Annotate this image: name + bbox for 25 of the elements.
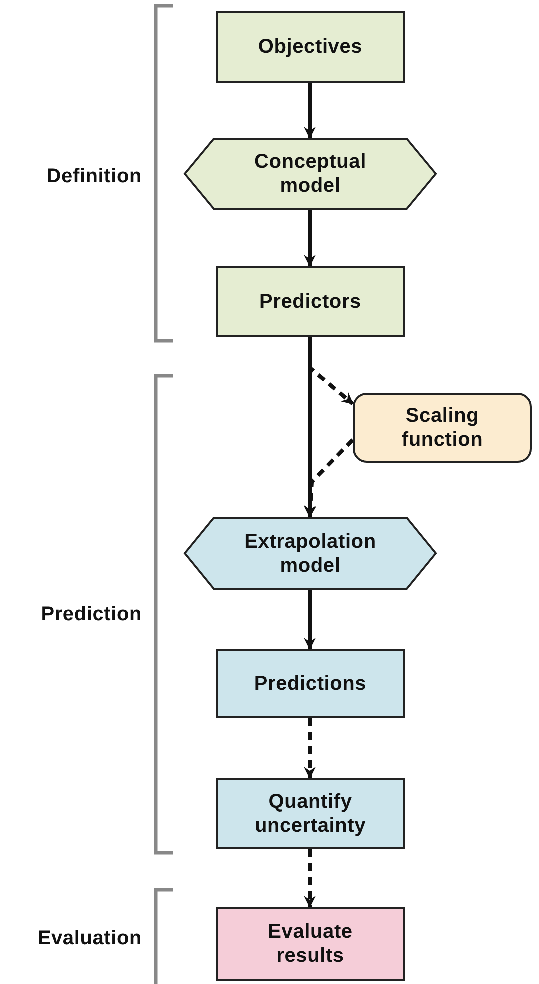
phase-label: Evaluation bbox=[38, 928, 142, 950]
node-label: Scaling function bbox=[400, 404, 484, 452]
arrow bbox=[304, 438, 354, 518]
arrow bbox=[304, 210, 316, 267]
phase-label: Prediction bbox=[41, 603, 142, 626]
arrow bbox=[304, 718, 316, 779]
node-label: Evaluate results bbox=[267, 920, 354, 968]
node-label: Objectives bbox=[258, 35, 363, 59]
process-box bbox=[216, 649, 405, 718]
arrow bbox=[304, 590, 316, 650]
phase-label: Definition bbox=[46, 165, 142, 188]
rounded-box bbox=[353, 393, 532, 463]
node-label: Conceptual model bbox=[254, 150, 368, 198]
arrow bbox=[304, 83, 316, 139]
node-label: Extrapolation model bbox=[244, 530, 378, 578]
hexagon-box bbox=[184, 517, 437, 590]
process-box bbox=[216, 266, 405, 337]
node-label: Predictors bbox=[260, 290, 362, 314]
process-box bbox=[216, 778, 405, 849]
hexagon-box bbox=[184, 138, 437, 210]
node-label: Predictions bbox=[254, 672, 367, 696]
process-box bbox=[216, 11, 405, 83]
node-label: Quantify uncertainty bbox=[254, 790, 368, 838]
process-box bbox=[216, 907, 405, 981]
arrow bbox=[304, 849, 316, 908]
